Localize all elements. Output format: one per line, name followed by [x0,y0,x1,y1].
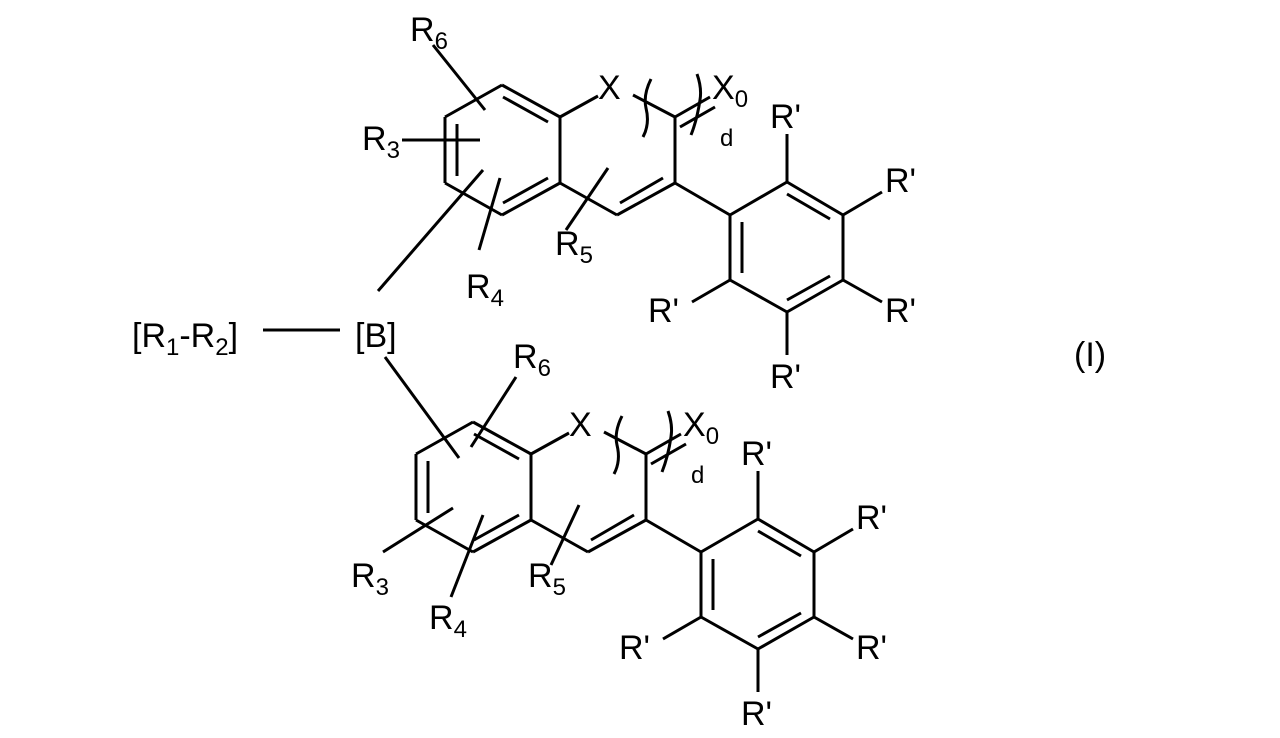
top-phenyl-ring [674,134,883,355]
top-r6-bond [431,44,487,111]
top-rprime-4: R' [770,358,801,396]
bottom-r3-bond [382,506,454,554]
top-rprime-5: R' [648,292,679,330]
formula-number: (I) [1074,336,1106,374]
top-r4-bond [477,177,502,251]
bottom-r6-label: R6 [513,338,551,382]
top-rprime-1: R' [770,98,801,136]
bottom-rprime-1: R' [741,435,772,473]
bottom-rprime-5: R' [619,629,650,667]
top-r6-label: R6 [410,11,448,55]
bottom-repeat-index-d: d [691,462,704,489]
r1-r2-label: [R1-R2] [132,317,238,361]
bottom-r5-bond [549,504,581,566]
top-rprime-3: R' [885,292,916,330]
bottom-to-b-bond [383,356,461,459]
bottom-x-heteroatom: X [569,406,592,444]
top-repeat-index-d: d [720,125,733,152]
top-unit: X X0 d R6 R3 R4 R5 [362,11,916,396]
bottom-r4-bond [449,514,485,598]
top-x0-label: X0 [712,69,748,113]
bottom-hetero-ring [530,410,687,554]
bottom-rprime-2: R' [856,499,887,537]
bottom-unit: X X0 d R6 R3 R4 R5 [351,338,887,733]
linker: [R1-R2] [B] [132,317,397,361]
bottom-rprime-3: R' [856,629,887,667]
top-to-b-bond [376,169,485,292]
top-r5-label: R5 [555,225,593,269]
bottom-r3-label: R3 [351,557,389,601]
top-r4-label: R4 [466,268,504,312]
bottom-phenyl-ring [645,471,854,692]
bottom-x0-label: X0 [683,406,719,450]
top-x-heteroatom: X [598,69,621,107]
top-rprime-2: R' [885,162,916,200]
top-r3-label: R3 [362,120,400,164]
bottom-rprime-4: R' [741,695,772,733]
bottom-r4-label: R4 [429,599,467,643]
b-label: [B] [355,317,397,355]
top-r5-bond [564,167,610,231]
bottom-r6-bond [469,376,518,448]
bottom-r5-label: R5 [528,557,566,601]
top-benzo-ring [443,83,562,217]
